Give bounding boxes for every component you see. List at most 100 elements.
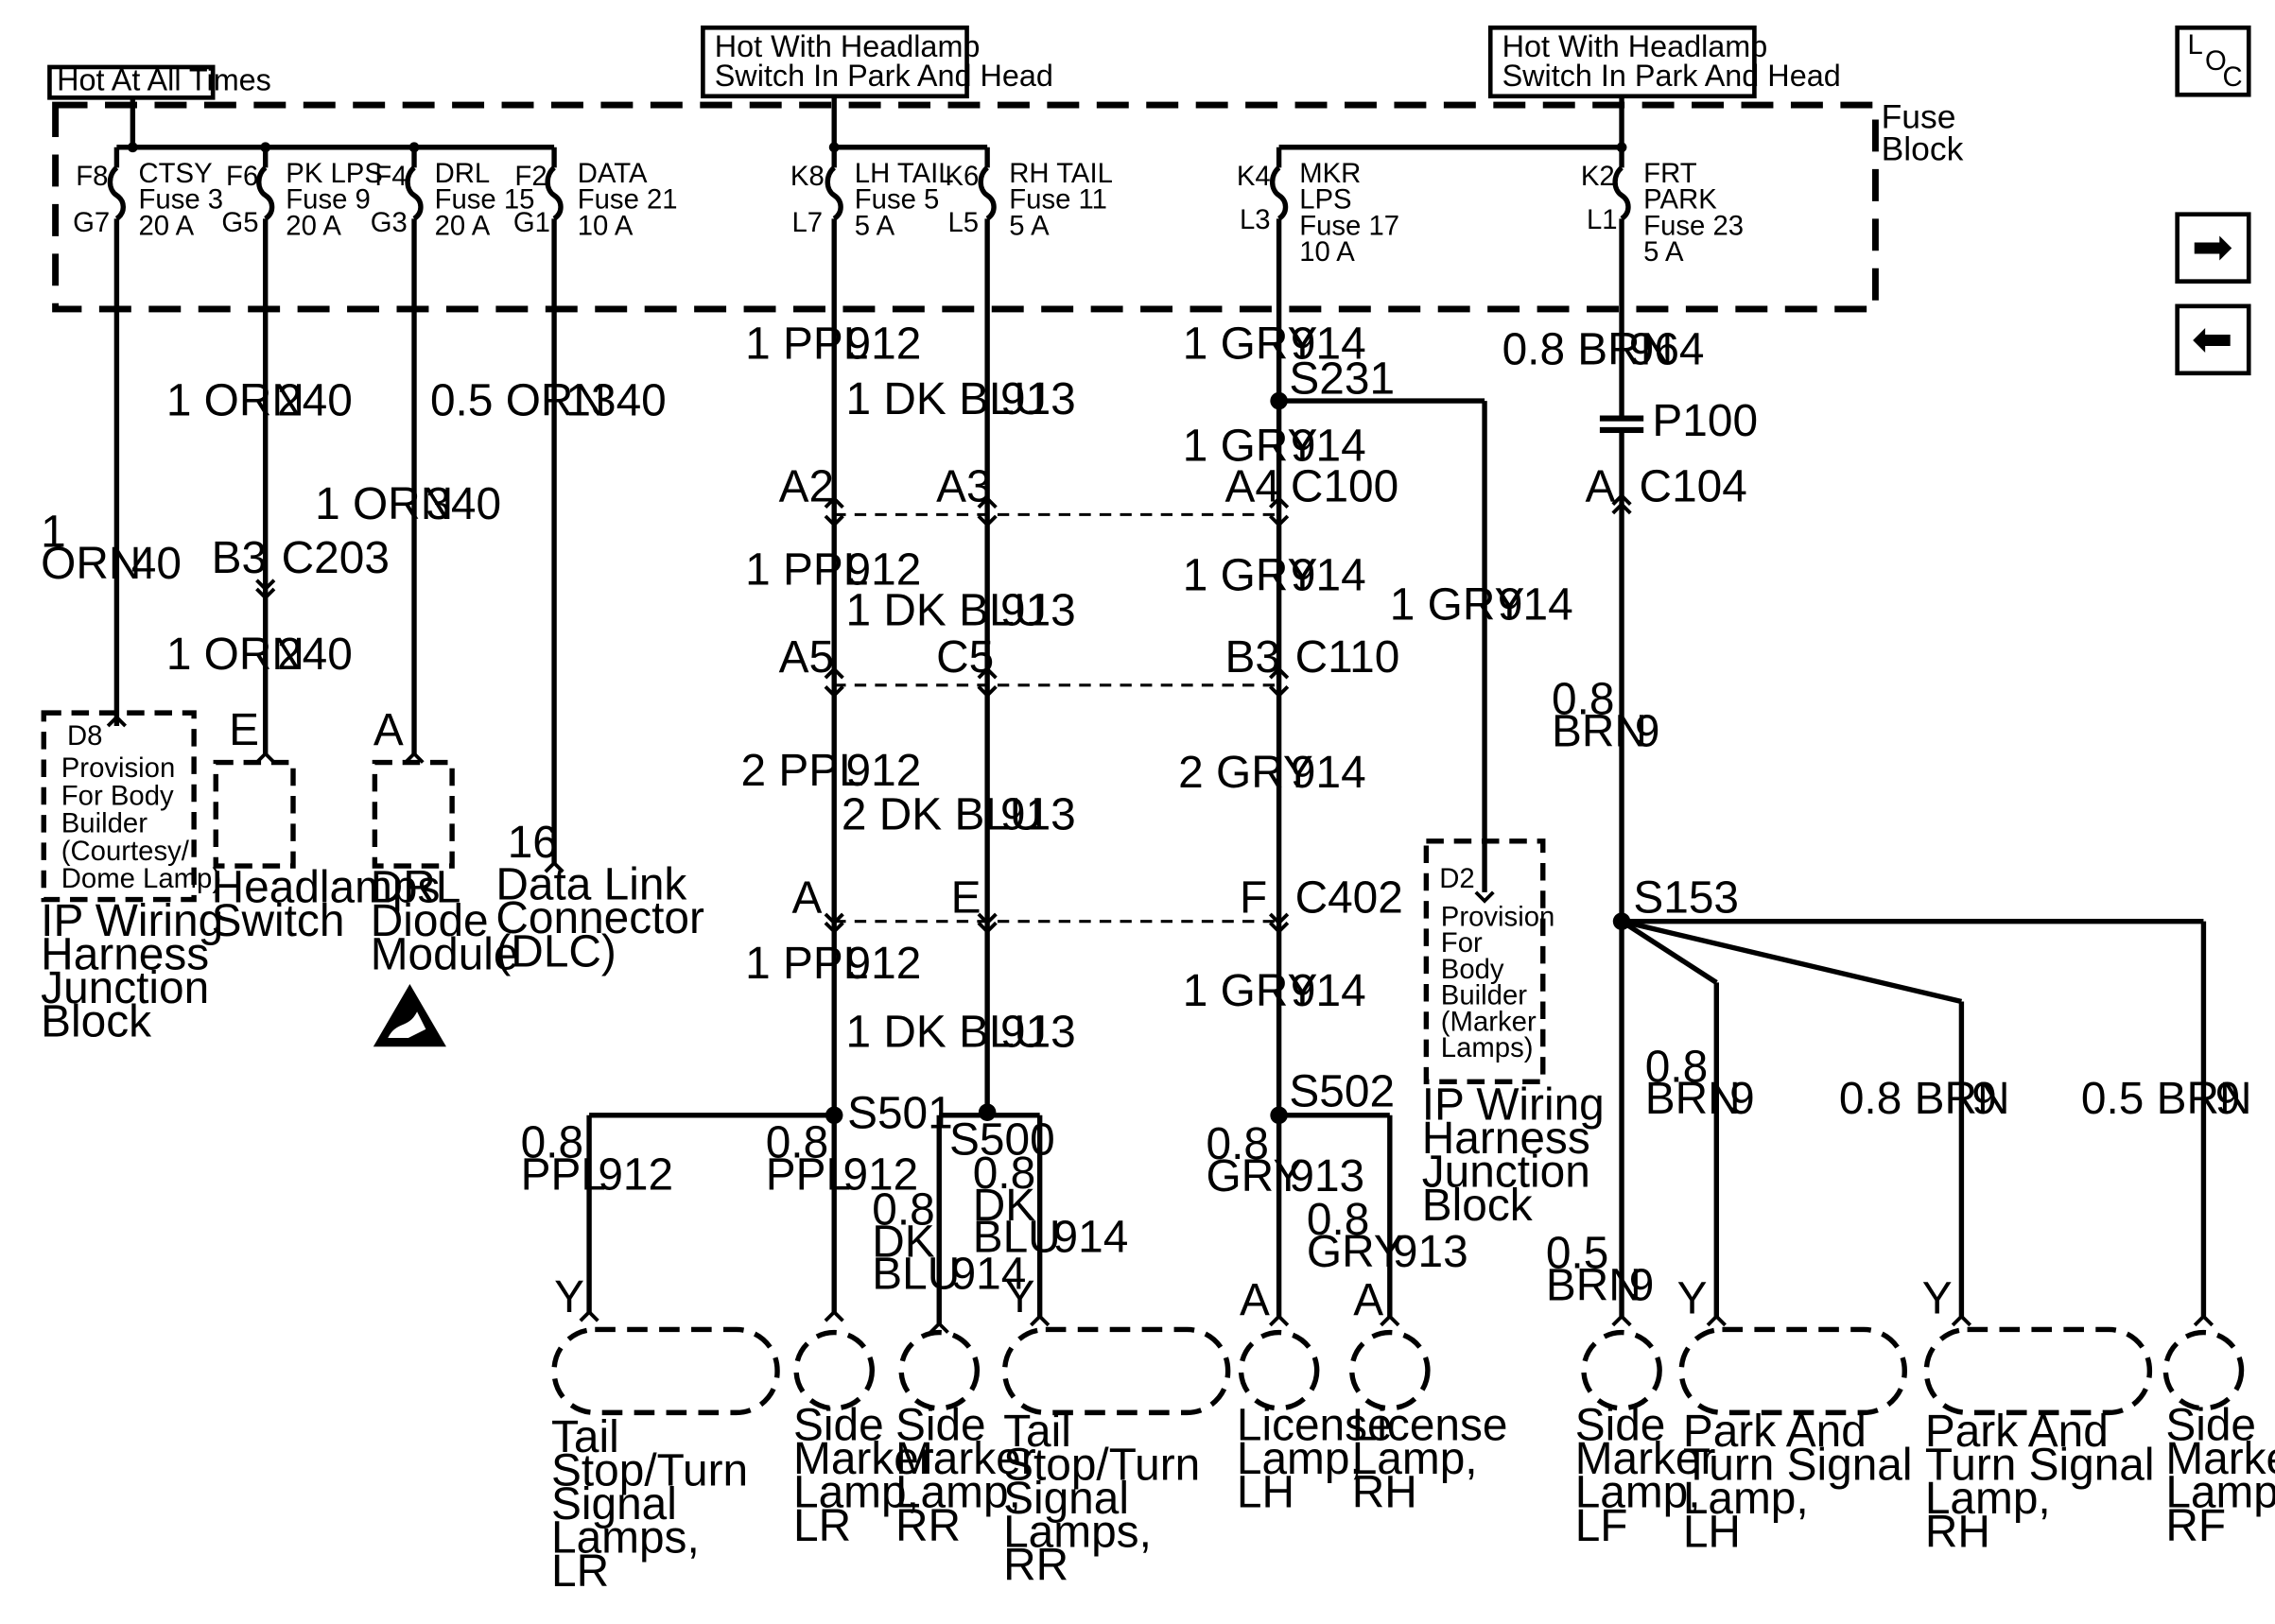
diagram-label: 0.8 BRN — [1502, 325, 1674, 375]
diagram-label: 1 DK BLU — [846, 374, 1048, 424]
diagram-label: K4 — [1237, 161, 1271, 192]
diagram-label: Hot With Headlamp — [715, 29, 981, 63]
lamp-side-marker-rr — [898, 1321, 981, 1411]
diagram-label: DRL — [371, 863, 461, 913]
diagram-label: 914 — [1291, 421, 1366, 471]
diagram-label: 914 — [1291, 966, 1366, 1016]
label-park-lh: Park And Turn Signal Lamp, LH — [1683, 1407, 1913, 1557]
diagram-label: LH TAIL — [855, 158, 954, 189]
diagram-label: F8 — [76, 161, 108, 192]
label-side-lf: Side Marker Lamp, LF — [1575, 1401, 1716, 1551]
diagram-label: 0.8 — [1206, 1119, 1268, 1169]
diagram-label: A4 — [1225, 462, 1280, 512]
diagram-label: Y — [1677, 1274, 1708, 1324]
diagram-label: Lamp, — [895, 1468, 1021, 1518]
lamp-side-marker-lf — [1581, 1313, 1662, 1411]
diagram-label: Harness — [41, 930, 209, 980]
diagram-label: G5 — [221, 207, 258, 238]
diagram-label: Body — [1441, 954, 1504, 985]
diagram-label: Provision — [61, 752, 176, 784]
diagram-label: 9 — [1629, 1261, 1655, 1311]
diagram-label: A — [1353, 1275, 1383, 1325]
diagram-label: 2 GRY — [1178, 748, 1313, 798]
diagram-label: F6 — [226, 161, 258, 192]
diagram-label: Lamp, — [1575, 1468, 1701, 1518]
diagram-label: GRY — [1307, 1227, 1404, 1277]
diagram-label: 0.8 — [766, 1118, 828, 1168]
diagram-label: F4 — [374, 161, 407, 192]
d8-provision-component: D8 Provision For Body Builder (Courtesy/… — [41, 710, 221, 903]
diagram-label: Dome Lamp) — [61, 863, 221, 894]
lamp-license-lh — [1238, 1313, 1320, 1411]
diagram-label: 913 — [1000, 586, 1076, 636]
diagram-label: 912 — [846, 319, 922, 369]
diagram-label: C110 — [1295, 632, 1400, 682]
prev-page-button[interactable]: ⬅ — [2175, 303, 2251, 376]
diagram-label: Hot With Headlamp — [1502, 29, 1768, 63]
diagram-label: BLU — [872, 1249, 960, 1299]
loc-button[interactable]: L O C — [2175, 25, 2251, 97]
diagram-label: A — [1240, 1275, 1270, 1325]
diagram-label: Block — [1422, 1181, 1533, 1231]
diagram-label: Builder — [61, 808, 148, 839]
fuse-rh-tail: K6 L5 RH TAIL Fuse 11 5 A — [945, 147, 1113, 241]
diagram-label: Signal — [1003, 1474, 1129, 1524]
diagram-label: 0.8 BRN — [1839, 1074, 2010, 1124]
hot-at-all-times-header: Hot At All Times — [47, 63, 271, 100]
diagram-label: 912 — [842, 1149, 918, 1200]
diagram-label: Lamps) — [1441, 1032, 1534, 1063]
diagram-label: BRN — [1645, 1074, 1741, 1124]
fuse-frt-park: K2 L1 FRT PARK Fuse 23 5 A — [1581, 147, 1744, 268]
diagram-label: F — [1240, 872, 1267, 923]
diagram-label: S501 — [847, 1089, 953, 1139]
diagram-label: Lamp, — [793, 1468, 919, 1518]
diagram-label: Y — [1005, 1272, 1035, 1322]
diagram-label: 913 — [1000, 374, 1076, 424]
diagram-label: Marker — [2165, 1434, 2275, 1484]
diagram-label: Fuse 5 — [855, 184, 940, 216]
diagram-label: PARK — [1643, 184, 1717, 216]
diagram-label: 0.8 — [1645, 1042, 1708, 1092]
diagram-label: License — [1237, 1401, 1393, 1451]
diagram-label: RF — [2165, 1501, 2226, 1551]
diagram-label: Block — [1882, 130, 1964, 168]
diagram-label: C203 — [282, 533, 390, 583]
diagram-label: S500 — [949, 1114, 1055, 1165]
diagram-label: 1 PPL — [745, 939, 868, 989]
diagram-label: 0.5 ORN — [430, 376, 606, 426]
next-page-button[interactable]: ➡ — [2175, 212, 2251, 284]
diagram-label: 1 ORN — [166, 630, 304, 680]
diagram-label: 2 PPL — [740, 746, 863, 796]
diagram-label: 1 DK BLU — [846, 586, 1048, 636]
diagram-label: 240 — [277, 376, 353, 426]
diagram-label: Turn Signal — [1925, 1440, 2155, 1490]
diagram-label: 0.5 — [1546, 1229, 1608, 1279]
diagram-label: FRT — [1643, 158, 1697, 189]
diagram-label: 913 — [1289, 1151, 1364, 1201]
diagram-label: 0.5 BRN — [2081, 1074, 2252, 1124]
diagram-label: RR — [895, 1501, 961, 1551]
diagram-label: 914 — [1291, 319, 1366, 369]
diagram-label: Side — [895, 1401, 986, 1451]
diagram-label: 1340 — [565, 376, 666, 426]
diagram-label: 9 — [1971, 1074, 1997, 1124]
diagram-label: Lamp, — [1683, 1474, 1809, 1524]
diagram-label: 1 GRY — [1183, 551, 1318, 601]
hot-headlamp-header-1: Hot With Headlamp Switch In Park And Hea… — [701, 25, 1053, 99]
fuse-drl: F4 G3 DRL Fuse 15 20 A — [371, 147, 534, 241]
diagram-label: 914 — [951, 1249, 1027, 1299]
esd-warning-icon — [373, 983, 446, 1047]
diagram-label: 9 — [2215, 1074, 2241, 1124]
diagram-label: 9 — [1635, 707, 1660, 757]
diagram-label: Lamps, — [1003, 1507, 1152, 1557]
hot-headlamp-header-2: Hot With Headlamp Switch In Park And Hea… — [1487, 25, 1841, 99]
diagram-label: For Body — [61, 780, 174, 811]
diagram-label: Fuse 17 — [1299, 210, 1399, 241]
label-side-rf: Side Marker Lamp, RF — [2165, 1401, 2275, 1551]
diagram-label: G1 — [513, 207, 550, 238]
diagram-label: PPL — [521, 1149, 606, 1200]
diagram-label: PK LPS — [286, 158, 383, 189]
diagram-label: 914 — [1291, 748, 1366, 798]
diagram-label: MKR — [1299, 158, 1361, 189]
